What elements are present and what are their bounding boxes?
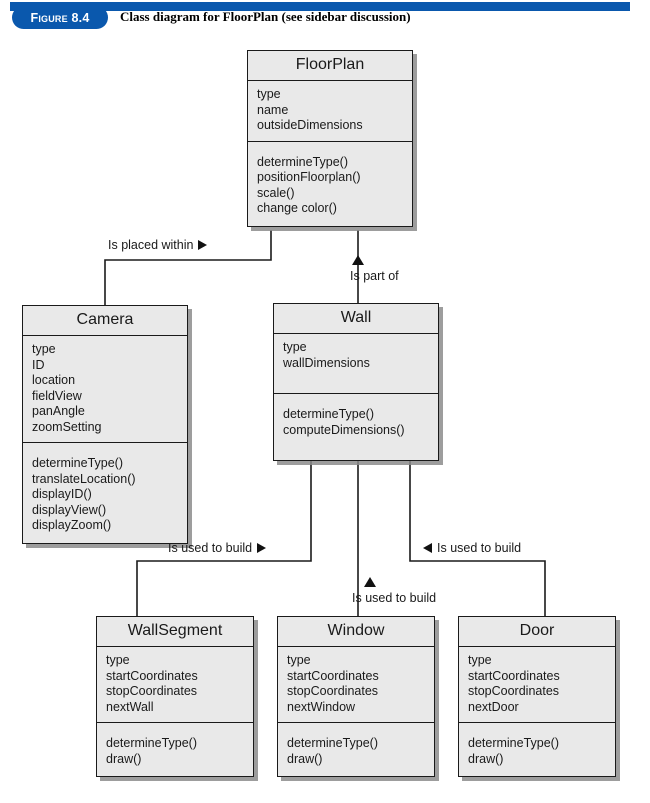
attribute: startCoordinates: [287, 668, 379, 683]
attribute: stopCoordinates: [468, 684, 560, 699]
attribute: panAngle: [32, 404, 85, 419]
relationship-text: Is part of: [350, 269, 399, 283]
attribute: stopCoordinates: [287, 684, 379, 699]
attribute: zoomSetting: [32, 419, 102, 434]
operation: draw(): [468, 751, 504, 766]
operation: determineType(): [468, 736, 560, 751]
operation: determineType(): [283, 407, 375, 422]
class-name-floorplan: FloorPlan: [248, 51, 412, 82]
arrow-right-icon: [198, 239, 208, 250]
connector-lines: [104, 230, 546, 616]
class-operations-wall: determineType() computeDimensions(): [274, 394, 438, 460]
attribute: type: [468, 653, 492, 668]
class-name-wall: Wall: [274, 304, 438, 335]
class-attributes-wallsegment: type startCoordinates stopCoordinates ne…: [97, 647, 253, 724]
class-name-door: Door: [459, 617, 615, 648]
attribute: nextWindow: [287, 699, 356, 714]
relationship-label-placed-within: Is placed within: [108, 238, 208, 252]
class-box-camera[interactable]: Camera type ID location fieldView panAng…: [22, 305, 188, 544]
operation: positionFloorplan(): [257, 170, 361, 185]
relationship-text: Is used to build: [352, 591, 437, 605]
operation: determineType(): [32, 456, 124, 471]
operation: computeDimensions(): [283, 422, 405, 437]
attribute: startCoordinates: [106, 668, 198, 683]
attribute: startCoordinates: [468, 668, 560, 683]
attribute: type: [257, 87, 281, 102]
attribute: outsideDimensions: [257, 118, 363, 133]
attribute: type: [283, 340, 307, 355]
uml-class-diagram: FloorPlan type name outsideDimensions de…: [0, 38, 650, 803]
operation: displayView(): [32, 502, 107, 517]
header-rule: [10, 2, 630, 11]
arrow-up-icon-part-of: [352, 255, 364, 265]
arrow-up-icon-build-window: [364, 577, 376, 587]
attribute: nextWall: [106, 699, 154, 714]
class-operations-camera: determineType() translateLocation() disp…: [23, 443, 187, 543]
figure-caption: Class diagram for FloorPlan (see sidebar…: [120, 9, 411, 24]
class-name-wallsegment: WallSegment: [97, 617, 253, 648]
attribute: type: [287, 653, 311, 668]
attribute: type: [106, 653, 130, 668]
attribute: stopCoordinates: [106, 684, 198, 699]
class-box-wall[interactable]: Wall type wallDimensions determineType()…: [273, 303, 439, 462]
operation: scale(): [257, 185, 295, 200]
class-name-camera: Camera: [23, 306, 187, 337]
relationship-text: Is used to build: [168, 541, 253, 555]
arrow-left-icon: [423, 542, 432, 553]
operation: determineType(): [106, 736, 198, 751]
operation: displayZoom(): [32, 518, 112, 533]
relationship-label-part-of: Is part of: [350, 269, 399, 283]
relationship-text: Is used to build: [437, 541, 522, 555]
attribute: ID: [32, 357, 45, 372]
attribute: location: [32, 373, 76, 388]
operation: draw(): [106, 751, 142, 766]
class-box-door[interactable]: Door type startCoordinates stopCoordinat…: [458, 616, 616, 778]
class-box-wallsegment[interactable]: WallSegment type startCoordinates stopCo…: [96, 616, 254, 778]
relationship-label-build-door: Is used to build: [423, 541, 521, 555]
operation: displayID(): [32, 487, 92, 502]
class-box-floorplan[interactable]: FloorPlan type name outsideDimensions de…: [247, 50, 413, 227]
relationship-label-build-wallsegment: Is used to build: [168, 541, 267, 555]
figure-header: Figure 8.4 Class diagram for FloorPlan (…: [0, 0, 650, 38]
operation: draw(): [287, 751, 323, 766]
class-operations-door: determineType() draw(): [459, 723, 615, 776]
attribute: name: [257, 102, 289, 117]
operation: determineType(): [287, 736, 379, 751]
arrow-right-icon: [257, 542, 267, 553]
relationship-label-build-window: Is used to build: [352, 591, 436, 605]
class-attributes-window: type startCoordinates stopCoordinates ne…: [278, 647, 434, 724]
class-attributes-floorplan: type name outsideDimensions: [248, 81, 412, 142]
class-attributes-door: type startCoordinates stopCoordinates ne…: [459, 647, 615, 724]
attribute: fieldView: [32, 388, 82, 403]
class-operations-floorplan: determineType() positionFloorplan() scal…: [248, 142, 412, 226]
operation: translateLocation(): [32, 471, 136, 486]
class-attributes-wall: type wallDimensions: [274, 334, 438, 395]
figure-number-badge: Figure 8.4: [12, 6, 108, 29]
class-operations-window: determineType() draw(): [278, 723, 434, 776]
operation: determineType(): [257, 154, 349, 169]
attribute: type: [32, 342, 56, 357]
class-name-window: Window: [278, 617, 434, 648]
class-operations-wallsegment: determineType() draw(): [97, 723, 253, 776]
class-attributes-camera: type ID location fieldView panAngle zoom…: [23, 336, 187, 444]
relationship-text: Is placed within: [108, 238, 194, 252]
operation: change color(): [257, 201, 337, 216]
attribute: wallDimensions: [283, 355, 370, 370]
attribute: nextDoor: [468, 699, 519, 714]
class-box-window[interactable]: Window type startCoordinates stopCoordin…: [277, 616, 435, 778]
